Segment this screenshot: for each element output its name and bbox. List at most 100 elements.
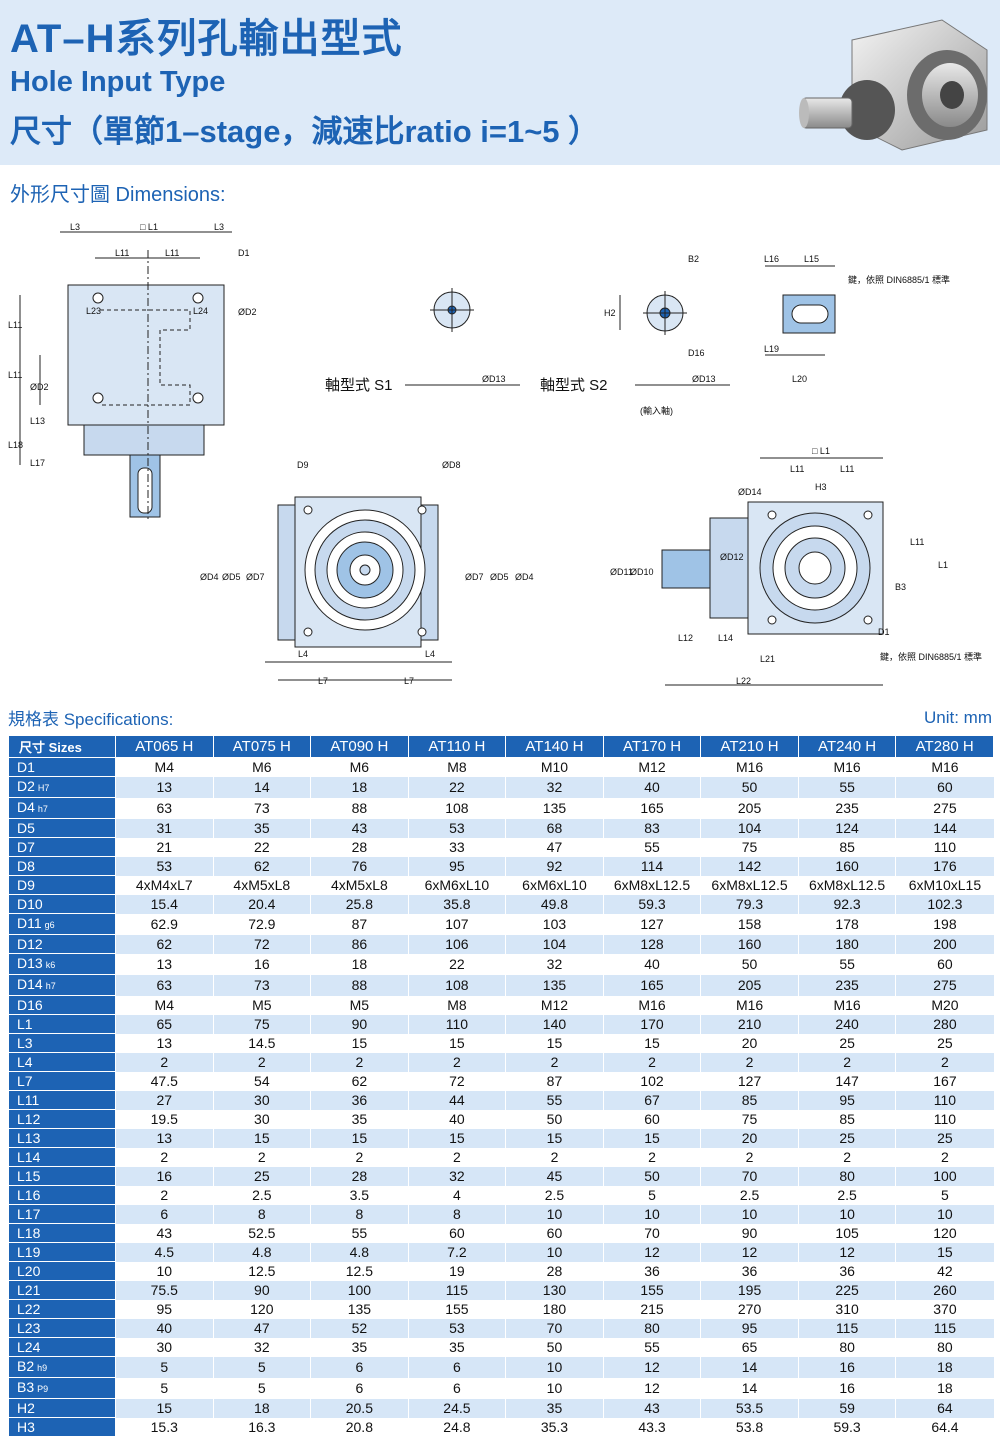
table-cell: 2 — [602, 1052, 701, 1072]
table-cell: M5 — [212, 995, 311, 1015]
table-cell: 280 — [895, 1014, 994, 1034]
table-cell: 55 — [602, 1337, 701, 1357]
table-cell: 160 — [700, 934, 799, 954]
row-header: L13 — [8, 1128, 116, 1148]
table-cell: 15 — [895, 1242, 994, 1262]
label-d14: ØD14 — [738, 487, 762, 497]
table-cell: 2 — [310, 1147, 409, 1167]
label-b3: B3 — [895, 582, 906, 592]
table-cell: 33 — [407, 837, 506, 857]
table-cell: 30 — [115, 1337, 214, 1357]
table-cell: 15 — [310, 1128, 409, 1148]
label-d9: D9 — [297, 460, 309, 470]
label-d5-right: ØD5 — [490, 572, 509, 582]
table-cell: 180 — [797, 934, 896, 954]
table-cell: 30 — [212, 1109, 311, 1129]
table-cell: 114 — [602, 856, 701, 876]
table-cell: 275 — [895, 797, 994, 819]
table-cell: 18 — [310, 953, 409, 975]
table-cell: 53 — [407, 1318, 506, 1338]
row-header: D12 — [8, 934, 116, 954]
table-cell: 25 — [797, 1033, 896, 1053]
table-cell: 31 — [115, 818, 214, 838]
table-cell: 14.5 — [212, 1033, 311, 1053]
page-subtitle: Hole Input Type — [10, 66, 226, 98]
row-header-name: D16 — [17, 997, 43, 1013]
column-header: AT280 H — [895, 735, 994, 758]
table-cell: 86 — [310, 934, 409, 954]
table-cell: 10 — [895, 1204, 994, 1224]
table-cell: 105 — [797, 1223, 896, 1243]
label-d5-left: ØD5 — [222, 572, 241, 582]
row-header-name: L22 — [17, 1301, 41, 1317]
table-cell: 8 — [310, 1204, 409, 1224]
label-l20: L20 — [792, 374, 807, 384]
table-cell: M12 — [505, 995, 604, 1015]
row-header-name: D12 — [17, 936, 43, 952]
table-cell: 62 — [212, 856, 311, 876]
table-cell: 59.3 — [602, 894, 701, 914]
table-cell: 4 — [407, 1185, 506, 1205]
table-cell: M16 — [797, 757, 896, 777]
table-cell: 4.8 — [310, 1242, 409, 1262]
row-header: L14 — [8, 1147, 116, 1167]
table-cell: M16 — [602, 995, 701, 1015]
row-header: D7 — [8, 837, 116, 857]
table-cell: 158 — [700, 913, 799, 935]
row-header: H3 — [8, 1417, 116, 1437]
table-cell: 2 — [115, 1147, 214, 1167]
table-cell: 10 — [505, 1356, 604, 1378]
label-l11-right-side: L11 — [910, 537, 924, 547]
table-cell: 67 — [602, 1090, 701, 1110]
table-cell: 35.3 — [505, 1417, 604, 1437]
label-l11-right-b: L11 — [840, 464, 854, 474]
table-cell: 40 — [115, 1318, 214, 1338]
table-cell: 49.8 — [505, 894, 604, 914]
table-cell: 55 — [602, 837, 701, 857]
table-cell: M12 — [602, 757, 701, 777]
table-cell: 28 — [505, 1261, 604, 1281]
table-cell: 2 — [602, 1147, 701, 1167]
label-d1-right: D1 — [878, 627, 890, 637]
label-l4-right: L4 — [425, 649, 435, 659]
table-cell: 43 — [115, 1223, 214, 1243]
table-cell: 104 — [505, 934, 604, 954]
table-cell: 16 — [212, 953, 311, 975]
table-cell: 88 — [310, 797, 409, 819]
table-cell: M5 — [310, 995, 409, 1015]
table-cell: 22 — [212, 837, 311, 857]
shaft-s2-label: 軸型式 S2 — [540, 377, 608, 394]
table-cell: 135 — [505, 974, 604, 996]
shaft-s1-drawing — [405, 288, 520, 386]
table-cell: 90 — [700, 1223, 799, 1243]
table-cell: 60 — [407, 1223, 506, 1243]
table-cell: 20.5 — [310, 1398, 409, 1418]
table-cell: 15 — [505, 1033, 604, 1053]
column-header: AT240 H — [797, 735, 897, 758]
table-cell: 53.5 — [700, 1398, 799, 1418]
table-cell: 12 — [602, 1356, 701, 1378]
table-cell: 95 — [407, 856, 506, 876]
table-cell: 120 — [895, 1223, 994, 1243]
table-cell: 63 — [115, 974, 214, 996]
table-cell: 35 — [505, 1398, 604, 1418]
row-header-name: B3 — [17, 1379, 35, 1395]
table-cell: 160 — [797, 856, 896, 876]
table-cell: 120 — [212, 1299, 311, 1319]
table-cell: 44 — [407, 1090, 506, 1110]
label-d13-s1: ØD13 — [482, 374, 506, 384]
row-header-name: D1 — [17, 759, 35, 775]
table-cell: 155 — [602, 1280, 701, 1300]
